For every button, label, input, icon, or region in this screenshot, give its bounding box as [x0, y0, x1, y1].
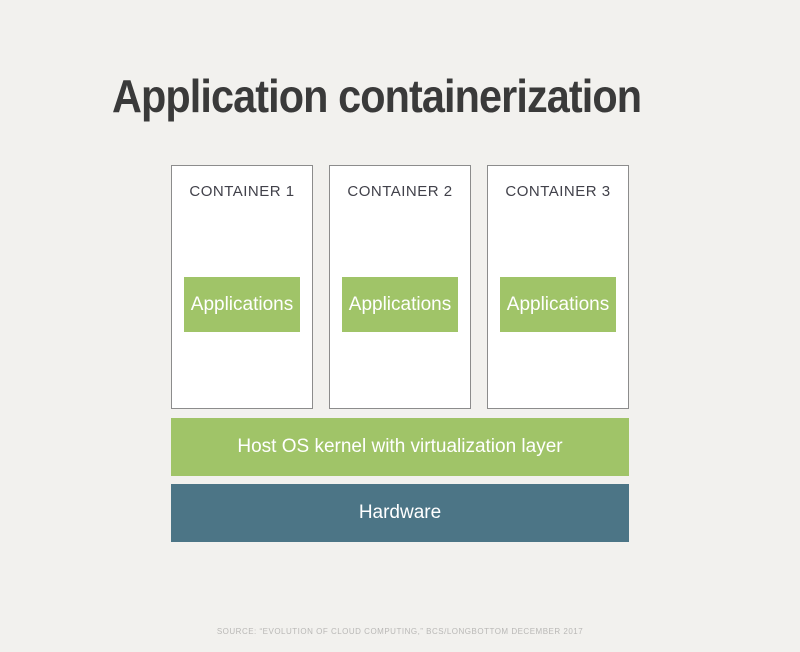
- containerization-diagram: CONTAINER 1 Applications CONTAINER 2 App…: [171, 165, 629, 409]
- host-os-kernel-layer-bar: Host OS kernel with virtualization layer: [171, 418, 629, 476]
- container-1-label: CONTAINER 1: [189, 183, 295, 200]
- container-1-box: CONTAINER 1 Applications: [171, 165, 313, 409]
- container-2-label: CONTAINER 2: [347, 183, 453, 200]
- container-3-label: CONTAINER 3: [505, 183, 611, 200]
- container-2-box: CONTAINER 2 Applications: [329, 165, 471, 409]
- container-3-applications-block: Applications: [500, 277, 616, 332]
- source-citation: SOURCE: “EVOLUTION OF CLOUD COMPUTING,” …: [216, 627, 584, 636]
- hardware-layer-bar: Hardware: [171, 484, 629, 542]
- containers-row: CONTAINER 1 Applications CONTAINER 2 App…: [171, 165, 629, 409]
- container-3-box: CONTAINER 3 Applications: [487, 165, 629, 409]
- container-2-applications-block: Applications: [342, 277, 458, 332]
- page-title: Application containerization: [112, 69, 642, 122]
- container-1-applications-block: Applications: [184, 277, 300, 332]
